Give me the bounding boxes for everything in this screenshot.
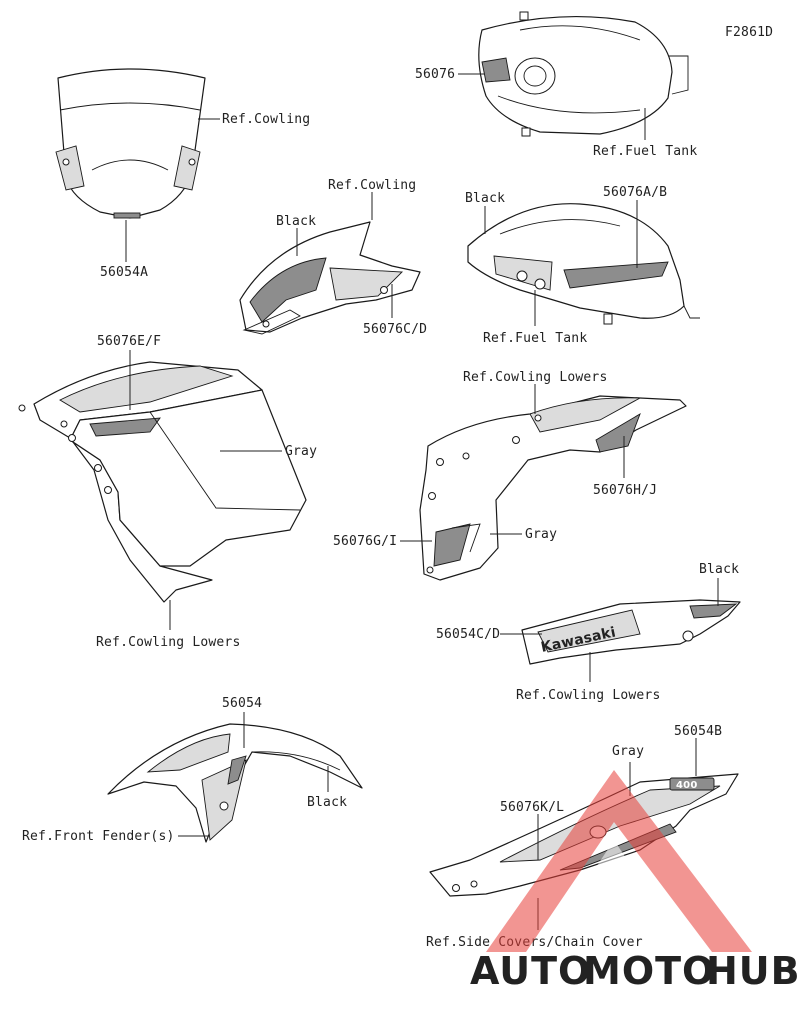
windshield-part bbox=[55, 68, 206, 219]
watermark-text-hub: HUB bbox=[706, 949, 800, 993]
watermark-logo bbox=[486, 770, 752, 952]
watermark-logo-inner bbox=[556, 840, 672, 928]
watermark-text-moto: MOTO bbox=[583, 949, 715, 993]
label-black-tank-side: Black bbox=[465, 191, 505, 206]
watermark-wordmark: AUTO MOTO HUB bbox=[470, 949, 800, 993]
lower-cowl-part: Kawasaki bbox=[521, 599, 741, 665]
label-56054: 56054 bbox=[222, 696, 262, 711]
mid-cowling-part bbox=[239, 221, 421, 335]
tail-badge-text: 400 bbox=[676, 780, 697, 791]
label-56054A: 56054A bbox=[100, 265, 148, 280]
label-56054CD: 56054C/D bbox=[436, 627, 500, 642]
label-gray-tail: Gray bbox=[612, 744, 644, 759]
label-56076HJ: 56076H/J bbox=[593, 483, 657, 498]
fuel-tank-side-part bbox=[467, 203, 700, 325]
label-ref-cowling-lowers-left: Ref.Cowling Lowers bbox=[96, 635, 240, 650]
label-black-mid: Black bbox=[276, 214, 316, 229]
label-gray-left: Gray bbox=[285, 444, 317, 459]
label-ref-front-fender: Ref.Front Fender(s) bbox=[22, 829, 175, 844]
fuel-tank-top-part bbox=[478, 11, 689, 137]
label-56076AB: 56076A/B bbox=[603, 185, 667, 200]
label-56076GI: 56076G/I bbox=[333, 534, 397, 549]
watermark bbox=[486, 770, 752, 952]
figure-code: F2861D bbox=[725, 25, 773, 40]
label-56076KL: 56076K/L bbox=[500, 800, 564, 815]
left-fairing-part bbox=[18, 361, 307, 603]
label-gray-right: Gray bbox=[525, 527, 557, 542]
label-ref-cowling-lowers-right-top: Ref.Cowling Lowers bbox=[463, 370, 607, 385]
label-black-fender: Black bbox=[307, 795, 347, 810]
watermark-text-auto: AUTO bbox=[470, 949, 591, 993]
right-fairing-part bbox=[419, 395, 687, 581]
label-ref-cowling-lowers-bottom: Ref.Cowling Lowers bbox=[516, 688, 660, 703]
label-ref-cowling-windshield: Ref.Cowling bbox=[222, 112, 310, 127]
label-56054B: 56054B bbox=[674, 724, 722, 739]
label-ref-side-covers: Ref.Side Covers/Chain Cover bbox=[426, 935, 643, 950]
label-56076: 56076 bbox=[415, 67, 455, 82]
label-ref-cowling-mid: Ref.Cowling bbox=[328, 178, 416, 193]
label-black-lower: Black bbox=[699, 562, 739, 577]
label-56076CD: 56076C/D bbox=[363, 322, 427, 337]
label-ref-fuel-tank-side: Ref.Fuel Tank bbox=[483, 331, 587, 346]
front-fender-part bbox=[107, 723, 363, 843]
label-ref-fuel-tank-top: Ref.Fuel Tank bbox=[593, 144, 697, 159]
label-56076EF: 56076E/F bbox=[97, 334, 161, 349]
